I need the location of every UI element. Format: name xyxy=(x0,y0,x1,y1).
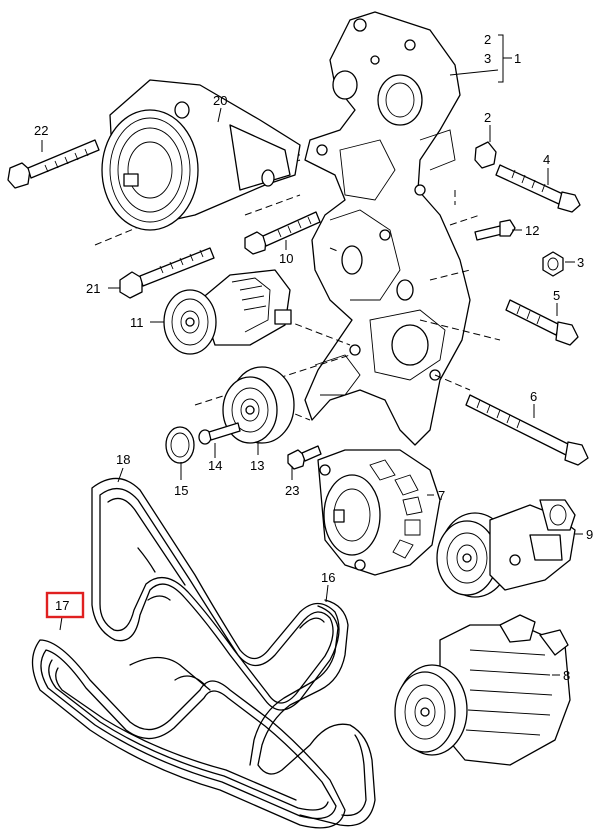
callout-11: 11 xyxy=(130,315,144,330)
nut-3 xyxy=(542,251,564,277)
callout-12: 12 xyxy=(525,223,539,238)
bolt-14 xyxy=(198,422,241,445)
spacer-2 xyxy=(474,141,497,169)
callout-17[interactable]: 17 xyxy=(55,598,69,613)
callout-1: 1 xyxy=(514,51,521,66)
bolt-4 xyxy=(495,164,581,213)
callout-3: 3 xyxy=(577,255,584,270)
bolt-23 xyxy=(287,445,322,470)
belt-17 xyxy=(31,639,346,829)
power-steering-pump-9 xyxy=(436,499,576,598)
bolt-5 xyxy=(505,299,579,346)
callout-7: 7 xyxy=(438,488,445,503)
callout-23: 23 xyxy=(285,483,299,498)
bolt-21 xyxy=(119,247,215,299)
pulley-bracket-assembly xyxy=(101,79,301,231)
callout-8: 8 xyxy=(563,668,570,683)
alternator-7 xyxy=(317,449,441,576)
belt-16 xyxy=(249,599,376,827)
bolt-6 xyxy=(465,394,589,466)
callout-labels: 2 3 1 2 4 12 3 5 6 7 9 8 10 11 13 14 15 … xyxy=(34,32,593,683)
callout-leaders xyxy=(41,34,583,676)
cap-15 xyxy=(165,426,195,464)
callout-10: 10 xyxy=(279,251,293,266)
bolt-22 xyxy=(7,139,100,189)
engine-bracket xyxy=(304,11,471,446)
tensioner-roller-11 xyxy=(163,269,292,355)
callout-4: 4 xyxy=(543,152,550,167)
callout-20: 20 xyxy=(213,93,227,108)
ac-compressor-8 xyxy=(394,614,571,766)
callout-5: 5 xyxy=(553,288,560,303)
callout-21: 21 xyxy=(86,281,100,296)
callout-18: 18 xyxy=(116,452,130,467)
bolt-12 xyxy=(474,219,516,241)
callout-3-upper: 3 xyxy=(484,51,491,66)
callout-16: 16 xyxy=(321,570,335,585)
callout-15: 15 xyxy=(174,483,188,498)
belt-18 xyxy=(91,477,340,711)
callout-14: 14 xyxy=(208,458,222,473)
callout-9: 9 xyxy=(586,527,593,542)
callout-2: 2 xyxy=(484,110,491,125)
callout-22: 22 xyxy=(34,123,48,138)
bolt-10 xyxy=(244,211,321,255)
callout-2-upper: 2 xyxy=(484,32,491,47)
callout-6: 6 xyxy=(530,389,537,404)
callout-13: 13 xyxy=(250,458,264,473)
callout-17-highlight[interactable] xyxy=(45,591,85,619)
